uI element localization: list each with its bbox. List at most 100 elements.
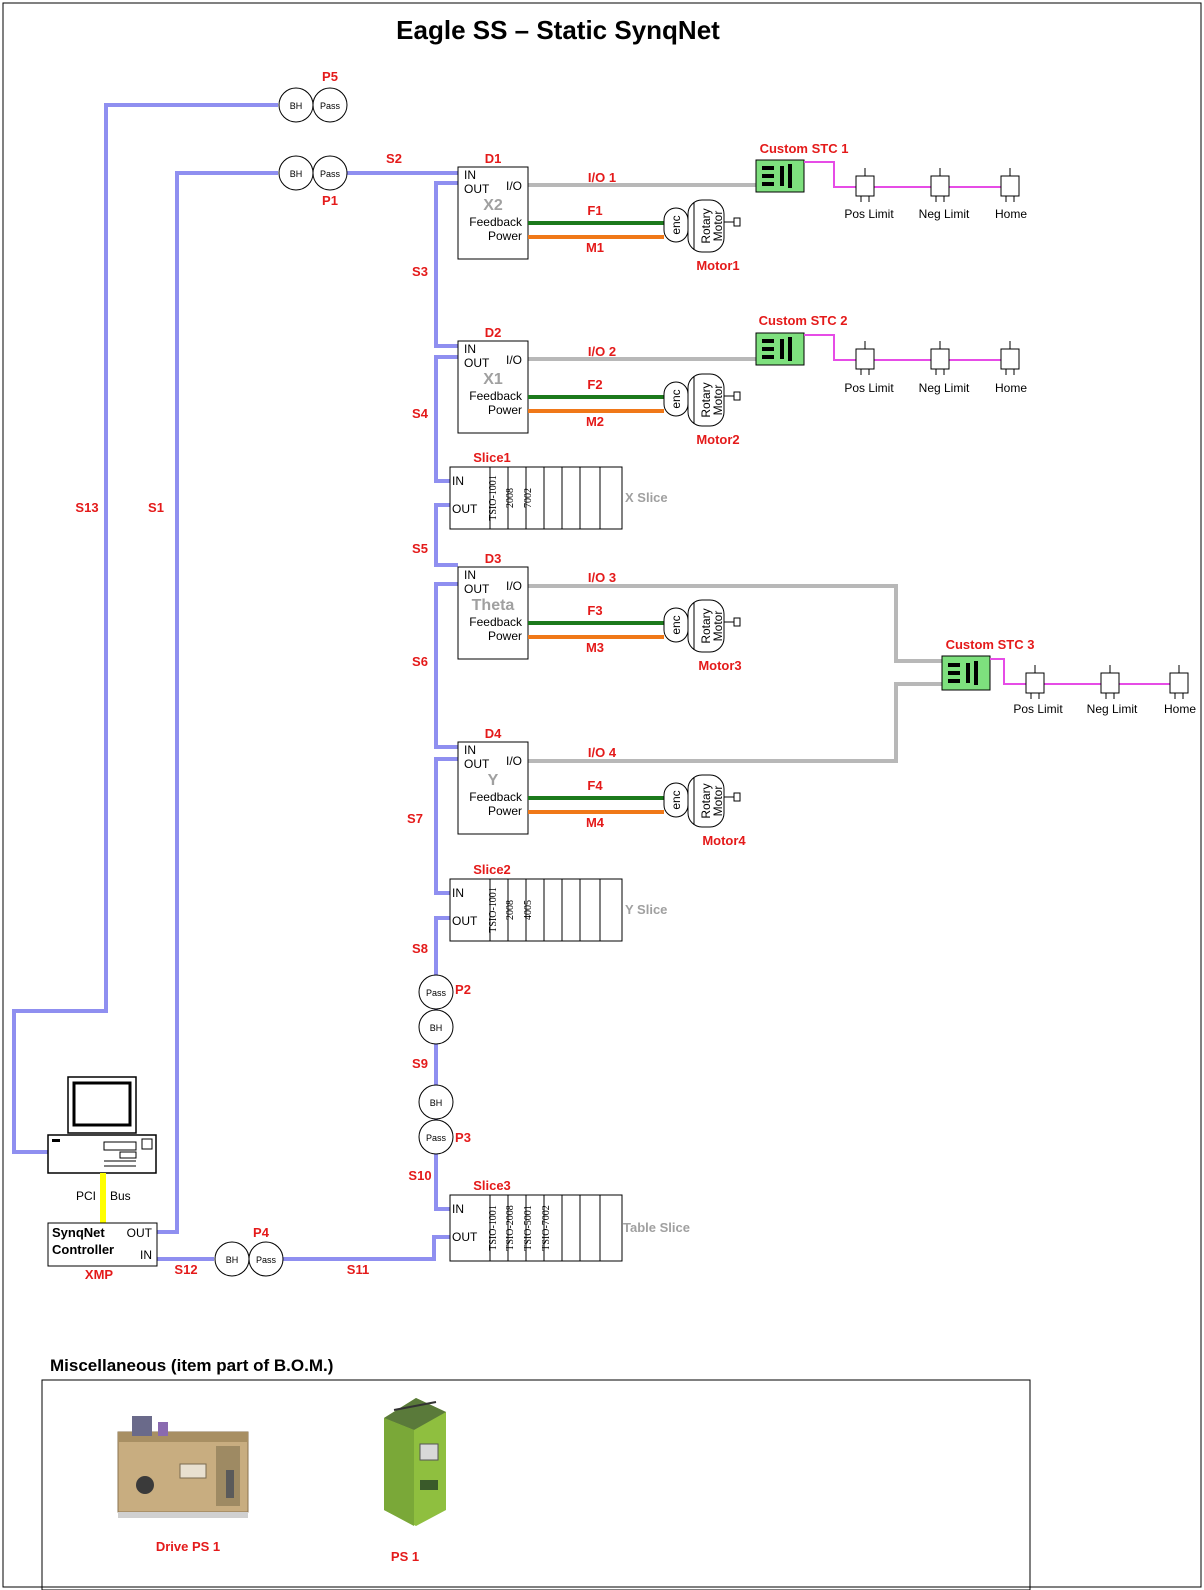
motor-3: enc Rotary Motor Motor3 [663, 599, 742, 673]
rotary-label: Rotary [699, 783, 713, 818]
slice-name: Y Slice [625, 902, 667, 917]
drive-io-label: I/O [506, 579, 522, 593]
feedback-label: F3 [587, 603, 602, 618]
neg-limit-label: Neg Limit [1087, 702, 1138, 716]
drive-in-label: IN [464, 168, 476, 182]
drive-id: D2 [485, 325, 502, 340]
switch-icon [1025, 665, 1045, 699]
limit-wire [804, 334, 1011, 361]
drive-d3: D3 IN OUT I/O Theta Feedback Power I/O 3… [457, 551, 664, 660]
drive-d2: D2 IN OUT I/O X1 Feedback Power I/O 2 F2… [457, 325, 664, 434]
drive-out-label: OUT [464, 356, 490, 370]
slice-in-label: IN [452, 474, 464, 488]
stc-label: Custom STC 1 [760, 141, 849, 156]
drive-power-supply-image [117, 1416, 249, 1518]
port-p5: BH Pass P5 [278, 69, 348, 123]
controller-box [47, 1222, 158, 1267]
stc-label: Custom STC 3 [946, 637, 1035, 652]
pci-label: PCI [76, 1189, 96, 1203]
pos-limit-label: Pos Limit [844, 207, 894, 221]
label-s3: S3 [412, 264, 428, 279]
label-s9: S9 [412, 1056, 428, 1071]
bh-label: BH [290, 169, 303, 179]
cable-s7 [434, 757, 458, 895]
synqnet-cables [12, 103, 458, 1261]
enc-label: enc [669, 215, 683, 234]
drive-d1: D1 IN OUT I/O X2 Feedback Power I/O 1 F1… [457, 151, 664, 260]
cable-s11 [282, 1235, 450, 1261]
cable-s6 [434, 582, 458, 749]
diagram-title: Eagle SS – Static SynqNet [396, 15, 720, 45]
drive-id: D3 [485, 551, 502, 566]
drive-box [457, 166, 529, 260]
rotary-label: Rotary [699, 208, 713, 243]
motor-name: Motor2 [696, 432, 739, 447]
pass-label: Pass [320, 101, 341, 111]
drive-power-label: Power [488, 403, 522, 417]
slice-1: Slice1 IN OUT TSIO-1001 2008 7002 X Slic… [449, 450, 668, 530]
drive-axis: Y [488, 772, 499, 789]
drive-box [457, 566, 529, 660]
drive-box [457, 741, 529, 835]
slice-out-label: OUT [452, 502, 478, 516]
controller-name-1: SynqNet [52, 1225, 105, 1240]
slice-box [449, 878, 623, 942]
pos-limit-label: Pos Limit [844, 381, 894, 395]
misc-title: Miscellaneous (item part of B.O.M.) [50, 1356, 333, 1375]
neg-limit-label: Neg Limit [919, 207, 970, 221]
drive-in-label: IN [464, 568, 476, 582]
label-s11: S11 [347, 1262, 369, 1277]
home-label: Home [995, 381, 1027, 395]
bh-label: BH [290, 101, 303, 111]
slice-module: TSIO-7002 [541, 1205, 552, 1251]
rotary-label: Rotary [699, 608, 713, 643]
pass-label: Pass [426, 988, 447, 998]
slice-3: Slice3 IN OUT TSIO-1001 TSIO-2008 TSIO-5… [449, 1178, 690, 1262]
motor-name: Motor4 [702, 833, 746, 848]
motor-cable-label: M4 [586, 815, 605, 830]
stc-1: Custom STC 1 Pos Limit Neg Limit Home [755, 141, 1027, 221]
slice-module: TSIO-1001 [488, 887, 499, 933]
bus-label: Bus [110, 1189, 131, 1203]
neg-limit-label: Neg Limit [919, 381, 970, 395]
stc-label: Custom STC 2 [759, 313, 848, 328]
motor-word-label: Motor [711, 385, 725, 416]
label-s6: S6 [412, 654, 428, 669]
label-s5: S5 [412, 541, 428, 556]
drive-id: D1 [485, 151, 502, 166]
slice-module: TSIO-5001 [523, 1205, 534, 1251]
port-p4: BH Pass P4 [214, 1225, 284, 1277]
home-label: Home [1164, 702, 1196, 716]
slice-box [449, 1194, 623, 1262]
slice-name: Table Slice [623, 1220, 690, 1235]
controller-name-2: Controller [52, 1242, 114, 1257]
label-p2: P2 [455, 982, 471, 997]
drive-axis: X1 [483, 371, 503, 388]
drive-io-cable: I/O 2 [588, 344, 616, 359]
io-cable-3 [528, 584, 942, 663]
port-p1: BH Pass P1 [278, 155, 348, 208]
label-s2: S2 [386, 151, 402, 166]
label-p5: P5 [322, 69, 338, 84]
cable-s13 [12, 103, 278, 1154]
drive-power-label: Power [488, 804, 522, 818]
pos-limit-label: Pos Limit [1013, 702, 1063, 716]
pass-label: Pass [426, 1133, 447, 1143]
label-p4: P4 [253, 1225, 270, 1240]
io-cable-4 [528, 682, 942, 763]
cable-s5 [434, 503, 458, 567]
pass-label: Pass [256, 1255, 277, 1265]
slice-in-label: IN [452, 886, 464, 900]
bh-label: BH [430, 1023, 443, 1033]
motor-cable-label: M1 [586, 240, 604, 255]
feedback-label: F4 [587, 778, 603, 793]
bh-label: BH [430, 1098, 443, 1108]
bh-label: BH [226, 1255, 239, 1265]
limit-wire [804, 161, 1011, 188]
drive-out-label: OUT [464, 182, 490, 196]
enc-label: enc [669, 615, 683, 634]
drive-feedback-label: Feedback [469, 615, 523, 629]
slice-2: Slice2 IN OUT TSIO-1001 2008 4005 Y Slic… [449, 862, 667, 942]
